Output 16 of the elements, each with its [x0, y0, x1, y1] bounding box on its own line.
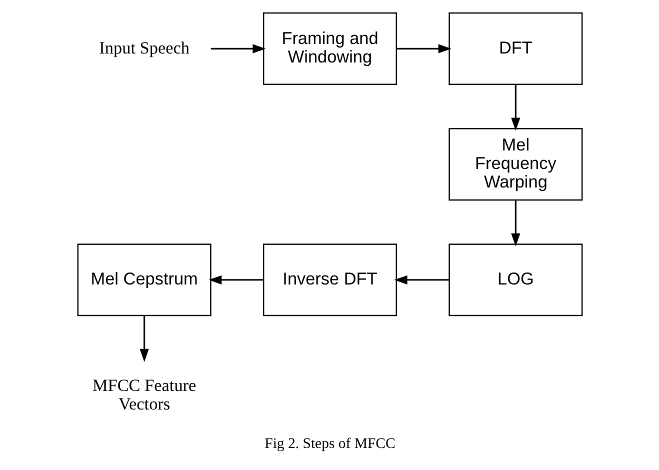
- arrow: [394, 275, 449, 284]
- arrow: [510, 200, 520, 246]
- node-text: MFCC Feature Vectors: [92, 376, 196, 414]
- node-box: LOG: [448, 244, 582, 316]
- node-box: DFT: [448, 12, 582, 85]
- node-box: Mel Frequency Warping: [448, 128, 582, 201]
- node-box: Framing and Windowing: [262, 12, 397, 85]
- arrow: [210, 44, 266, 54]
- arrow: [396, 44, 451, 54]
- arrow: [208, 275, 263, 284]
- arrow: [139, 316, 148, 362]
- node-text: Input Speech: [98, 38, 189, 58]
- caption: Fig 2. Steps of MFCC: [264, 436, 395, 452]
- node-box: Inverse DFT: [262, 244, 397, 316]
- node-box: Mel Cepstrum: [76, 244, 211, 316]
- arrow: [510, 84, 520, 131]
